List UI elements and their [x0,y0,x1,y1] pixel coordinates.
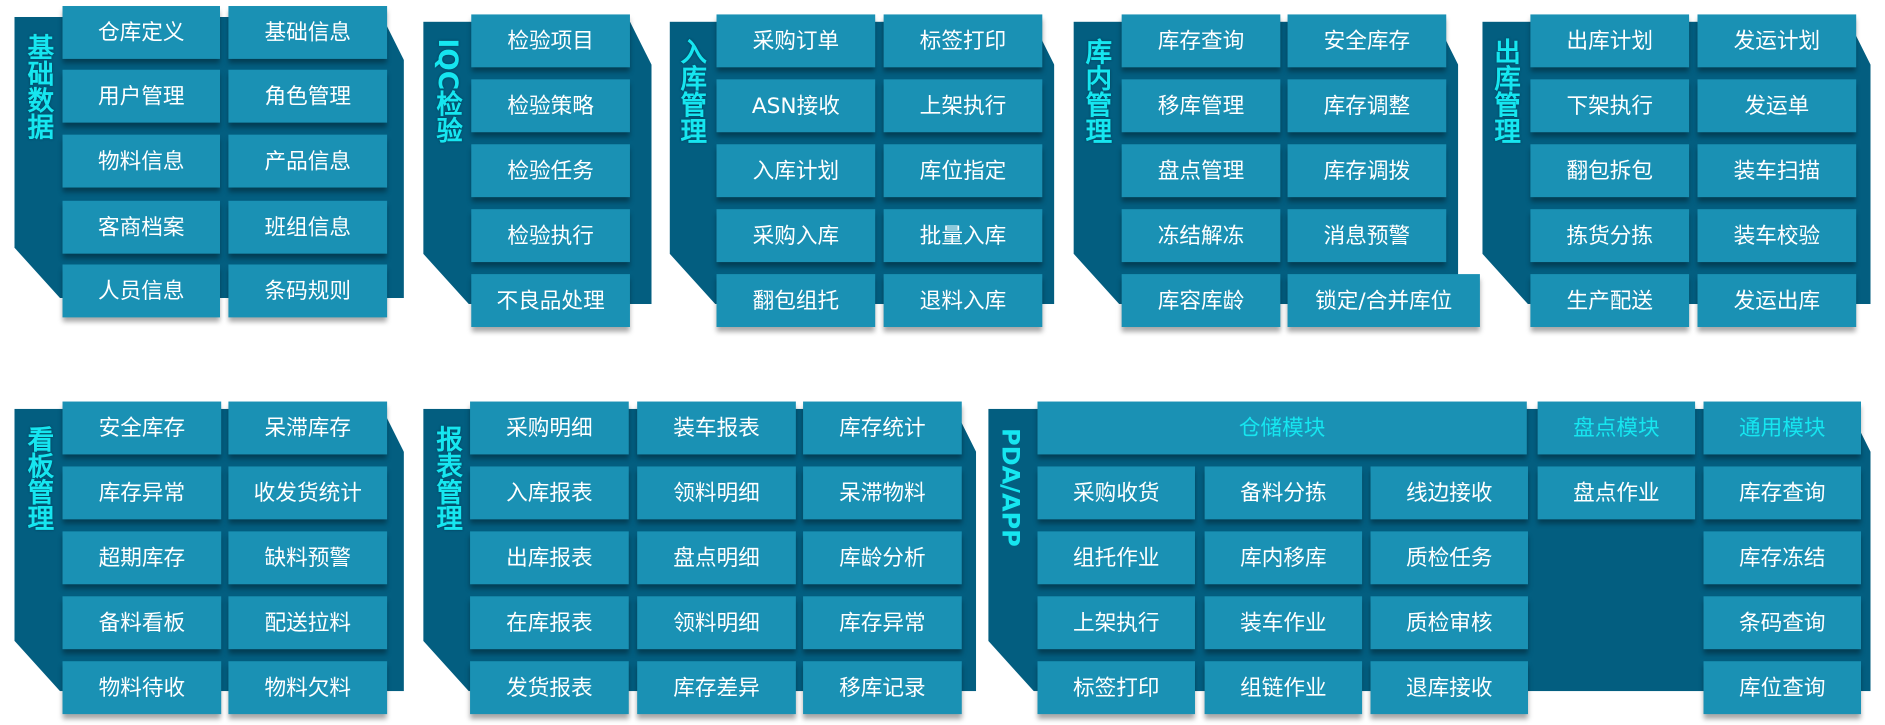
module-button[interactable]: 班组信息 [228,200,388,254]
module-button[interactable]: 出库计划 [1530,14,1690,68]
module-button[interactable]: 发运出库 [1697,274,1857,327]
module-button[interactable]: 生产配送 [1530,274,1690,327]
module-button[interactable]: 库容库龄 [1121,274,1281,327]
module-button[interactable]: 缺料预警 [228,531,388,585]
module-button[interactable]: 呆滞库存 [228,401,388,455]
module-button[interactable]: 不良品处理 [471,274,630,327]
pda-button[interactable]: 备料分拣 [1204,466,1363,520]
panel-title: 出库管理 [1489,38,1520,145]
module-button[interactable]: 装车校验 [1697,209,1857,263]
module-button[interactable]: 人员信息 [62,264,221,318]
pda-button[interactable]: 库内移库 [1204,531,1363,585]
module-header-common[interactable]: 通用模块 [1703,401,1862,455]
pda-button[interactable]: 标签打印 [1037,661,1195,715]
module-button[interactable]: 库存调拨 [1287,144,1447,198]
pda-button[interactable]: 质检任务 [1370,531,1528,585]
module-button[interactable]: 领料明细 [637,466,796,520]
module-button[interactable]: 库位指定 [883,144,1043,198]
module-button[interactable]: 移库记录 [803,661,962,715]
panel-title: IQC检验 [431,38,462,144]
pda-button[interactable]: 组托作业 [1037,531,1195,585]
module-button[interactable]: 盘点明细 [637,531,796,585]
module-button[interactable]: 下架执行 [1530,79,1690,133]
module-button[interactable]: 装车报表 [637,401,796,455]
pda-button[interactable]: 装车作业 [1204,596,1363,650]
module-button[interactable]: 采购订单 [716,14,876,68]
module-button[interactable]: 库存调整 [1287,79,1447,133]
module-button[interactable]: 上架执行 [883,79,1043,133]
module-button[interactable]: 移库管理 [1121,79,1281,133]
module-button[interactable]: 安全库存 [62,401,222,455]
module-button[interactable]: 收发货统计 [228,466,388,520]
module-header-stocktake[interactable]: 盘点模块 [1537,401,1696,455]
module-button[interactable]: 冻结解冻 [1121,209,1281,263]
pda-button[interactable]: 库存冻结 [1703,531,1862,585]
module-button[interactable]: 采购明细 [470,401,629,455]
module-button[interactable]: 发货报表 [470,661,629,715]
pda-button[interactable]: 组链作业 [1204,661,1363,715]
module-button[interactable]: 客商档案 [62,200,221,254]
module-button[interactable]: 装车扫描 [1697,144,1857,198]
pda-button[interactable]: 线边接收 [1370,466,1528,520]
module-button[interactable]: 超期库存 [62,531,222,585]
pda-button[interactable]: 采购收货 [1037,466,1195,520]
module-button[interactable]: 库存查询 [1121,14,1281,68]
module-button[interactable]: 翻包拆包 [1530,144,1690,198]
module-button[interactable]: 锁定/合并库位 [1287,274,1480,327]
module-button[interactable]: 库存统计 [803,401,962,455]
panel-title: 入库管理 [675,38,706,145]
module-button[interactable]: 基础信息 [228,6,388,59]
module-button[interactable]: 检验项目 [471,14,630,68]
module-button[interactable]: 呆滞物料 [803,466,962,520]
module-button[interactable]: 退料入库 [883,274,1043,327]
pda-button[interactable]: 库存查询 [1703,466,1862,520]
module-button[interactable]: 产品信息 [228,134,388,188]
module-button[interactable]: 物料欠料 [228,661,388,715]
panel-title: 看板管理 [22,425,53,532]
module-button[interactable]: 标签打印 [883,14,1043,68]
module-header-warehouse[interactable]: 仓储模块 [1037,401,1527,455]
panel-title: 报表管理 [431,425,462,532]
pda-button[interactable]: 退库接收 [1370,661,1528,715]
pda-button[interactable]: 上架执行 [1037,596,1195,650]
pda-button[interactable]: 库位查询 [1703,661,1862,715]
module-button[interactable]: 入库计划 [716,144,876,198]
module-button[interactable]: ASN接收 [716,79,876,133]
module-button[interactable]: 出库报表 [470,531,629,585]
module-button[interactable]: 检验执行 [471,209,630,263]
module-button[interactable]: 库存异常 [803,596,962,650]
module-button[interactable]: 安全库存 [1287,14,1447,68]
module-button[interactable]: 条码规则 [228,264,388,318]
module-button[interactable]: 配送拉料 [228,596,388,650]
module-button[interactable]: 发运单 [1697,79,1857,133]
module-button[interactable]: 角色管理 [228,69,388,123]
module-button[interactable]: 物料信息 [62,134,221,188]
module-button[interactable]: 在库报表 [470,596,629,650]
module-button[interactable]: 领料明细 [637,596,796,650]
module-button[interactable]: 备料看板 [62,596,222,650]
pda-button[interactable]: 盘点作业 [1537,466,1696,520]
panel-title: 库内管理 [1080,38,1111,145]
panel-title: 基础数据 [22,33,53,140]
module-button[interactable]: 入库报表 [470,466,629,520]
module-button[interactable]: 发运计划 [1697,14,1857,68]
module-button[interactable]: 盘点管理 [1121,144,1281,198]
module-button[interactable]: 拣货分拣 [1530,209,1690,263]
module-button[interactable]: 用户管理 [62,69,221,123]
pda-panel-title: PDA/APP [996,427,1026,547]
pda-button[interactable]: 条码查询 [1703,596,1862,650]
module-button[interactable]: 检验任务 [471,144,630,198]
module-button[interactable]: 采购入库 [716,209,876,263]
module-button[interactable]: 库存差异 [637,661,796,715]
module-button[interactable]: 批量入库 [883,209,1043,263]
module-button[interactable]: 物料待收 [62,661,222,715]
module-button[interactable]: 库龄分析 [803,531,962,585]
module-button[interactable]: 检验策略 [471,79,630,133]
module-button[interactable]: 库存异常 [62,466,222,520]
module-button[interactable]: 翻包组托 [716,274,876,327]
module-button[interactable]: 仓库定义 [62,6,221,59]
module-button[interactable]: 消息预警 [1287,209,1447,263]
pda-button[interactable]: 质检审核 [1370,596,1528,650]
